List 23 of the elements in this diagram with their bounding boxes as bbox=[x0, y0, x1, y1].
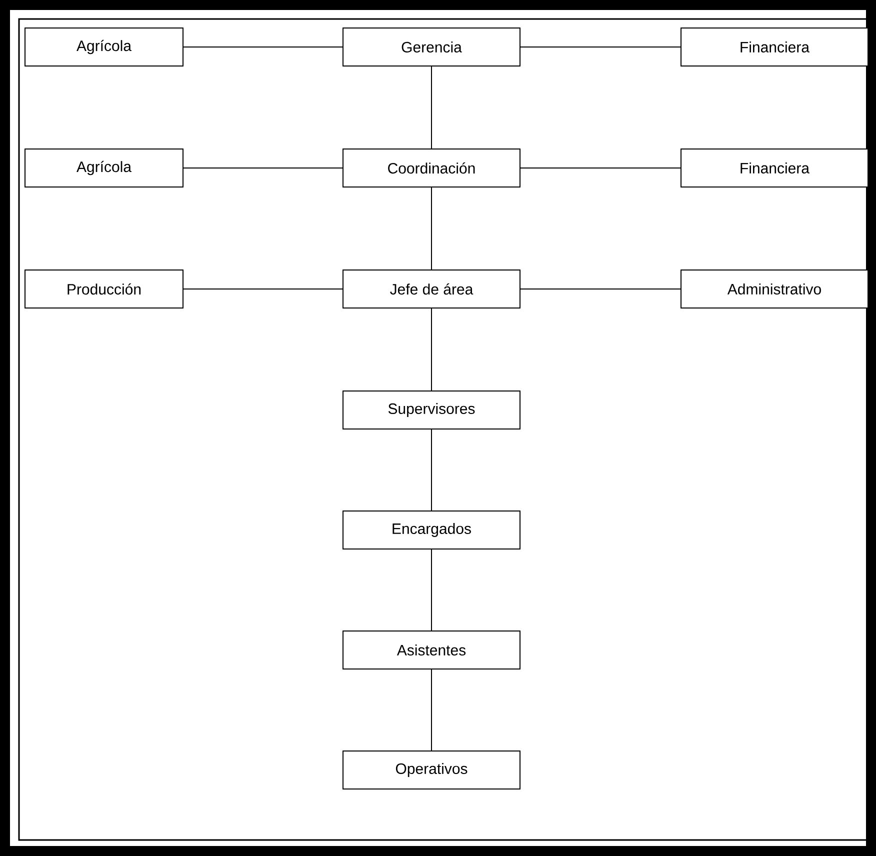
connector-line bbox=[431, 549, 432, 631]
connector-line bbox=[520, 288, 681, 290]
connector-line bbox=[520, 46, 681, 48]
org-box: Financiera bbox=[680, 28, 868, 66]
org-box: Coordinación bbox=[342, 148, 520, 188]
connector-line bbox=[431, 187, 432, 270]
connector-line bbox=[431, 308, 432, 391]
org-box: Agrícola bbox=[24, 28, 184, 66]
org-box: Asistentes bbox=[342, 630, 520, 670]
org-box: Gerencia bbox=[342, 28, 520, 66]
org-box: Operativos bbox=[342, 750, 520, 790]
org-box: Jefe de área bbox=[342, 270, 520, 308]
org-box: Encargados bbox=[342, 510, 520, 550]
connector-line bbox=[431, 669, 432, 751]
connector-line bbox=[183, 288, 343, 290]
org-box: Agrícola bbox=[24, 148, 184, 188]
org-box: Supervisores bbox=[342, 390, 520, 430]
connector-line bbox=[431, 429, 432, 511]
connector-line bbox=[431, 66, 432, 149]
org-box: Administrativo bbox=[680, 270, 868, 308]
connector-line bbox=[183, 46, 343, 48]
org-box: Financiera bbox=[680, 148, 868, 188]
org-box: Producción bbox=[24, 270, 184, 308]
